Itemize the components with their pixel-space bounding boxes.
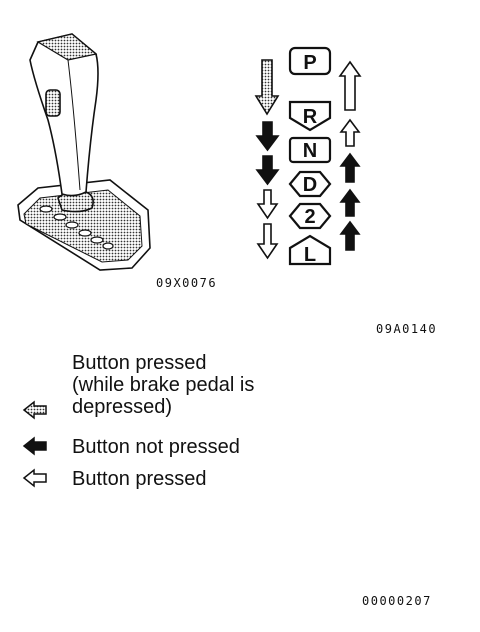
gear-label-p: P — [303, 52, 316, 74]
gear-label-n: N — [303, 140, 317, 162]
legend-line: depressed) — [72, 396, 173, 418]
upshift-arrows — [338, 60, 362, 251]
gear-label-2: 2 — [304, 206, 315, 228]
gear-box-n — [288, 136, 332, 164]
outline-arrow-icon — [338, 60, 362, 111]
gear-box-d — [288, 170, 332, 198]
outline-arrow-icon — [22, 468, 47, 488]
gear-box-p — [288, 46, 332, 76]
gear-label-l: L — [304, 244, 316, 266]
legend-line: Button not pressed — [72, 436, 240, 458]
gear-position-boxes — [288, 46, 332, 266]
dotted-arrow-icon — [22, 400, 47, 420]
gear-box-l — [288, 234, 332, 266]
legend-line: (while brake pedal is — [72, 374, 255, 396]
legend-line: Button pressed — [72, 468, 207, 490]
gear-box-r — [288, 100, 332, 132]
solid-arrow-icon — [255, 121, 280, 152]
shifter-figure-code: 09X0076 — [156, 276, 218, 290]
legend-text-outline: Button pressed — [72, 468, 207, 490]
outline-arrow-icon — [256, 189, 279, 220]
solid-arrow-icon — [22, 436, 47, 456]
page-figure-code: 00000207 — [362, 594, 432, 608]
legend-text-dotted: Button pressed (while brake pedal is dep… — [72, 352, 254, 418]
shift-button — [45, 89, 61, 117]
gear-box-2 — [288, 202, 332, 230]
dotted-arrow-icon — [254, 59, 280, 116]
solid-arrow-icon — [339, 220, 361, 251]
legend-text-solid: Button not pressed — [72, 436, 240, 458]
solid-arrow-icon — [339, 152, 361, 183]
shift-lever-illustration — [17, 33, 151, 271]
outline-arrow-icon — [256, 223, 279, 260]
outline-arrow-icon — [339, 118, 361, 147]
gear-gate — [39, 205, 114, 250]
solid-arrow-icon — [339, 188, 361, 217]
gear-label-r: R — [303, 106, 318, 128]
gear-label-d: D — [303, 174, 317, 196]
diagram-figure-code: 09A0140 — [376, 322, 438, 336]
solid-arrow-icon — [255, 155, 280, 186]
downshift-arrows — [254, 59, 280, 260]
legend-icons — [22, 400, 47, 488]
legend-line: Button pressed — [72, 352, 207, 374]
